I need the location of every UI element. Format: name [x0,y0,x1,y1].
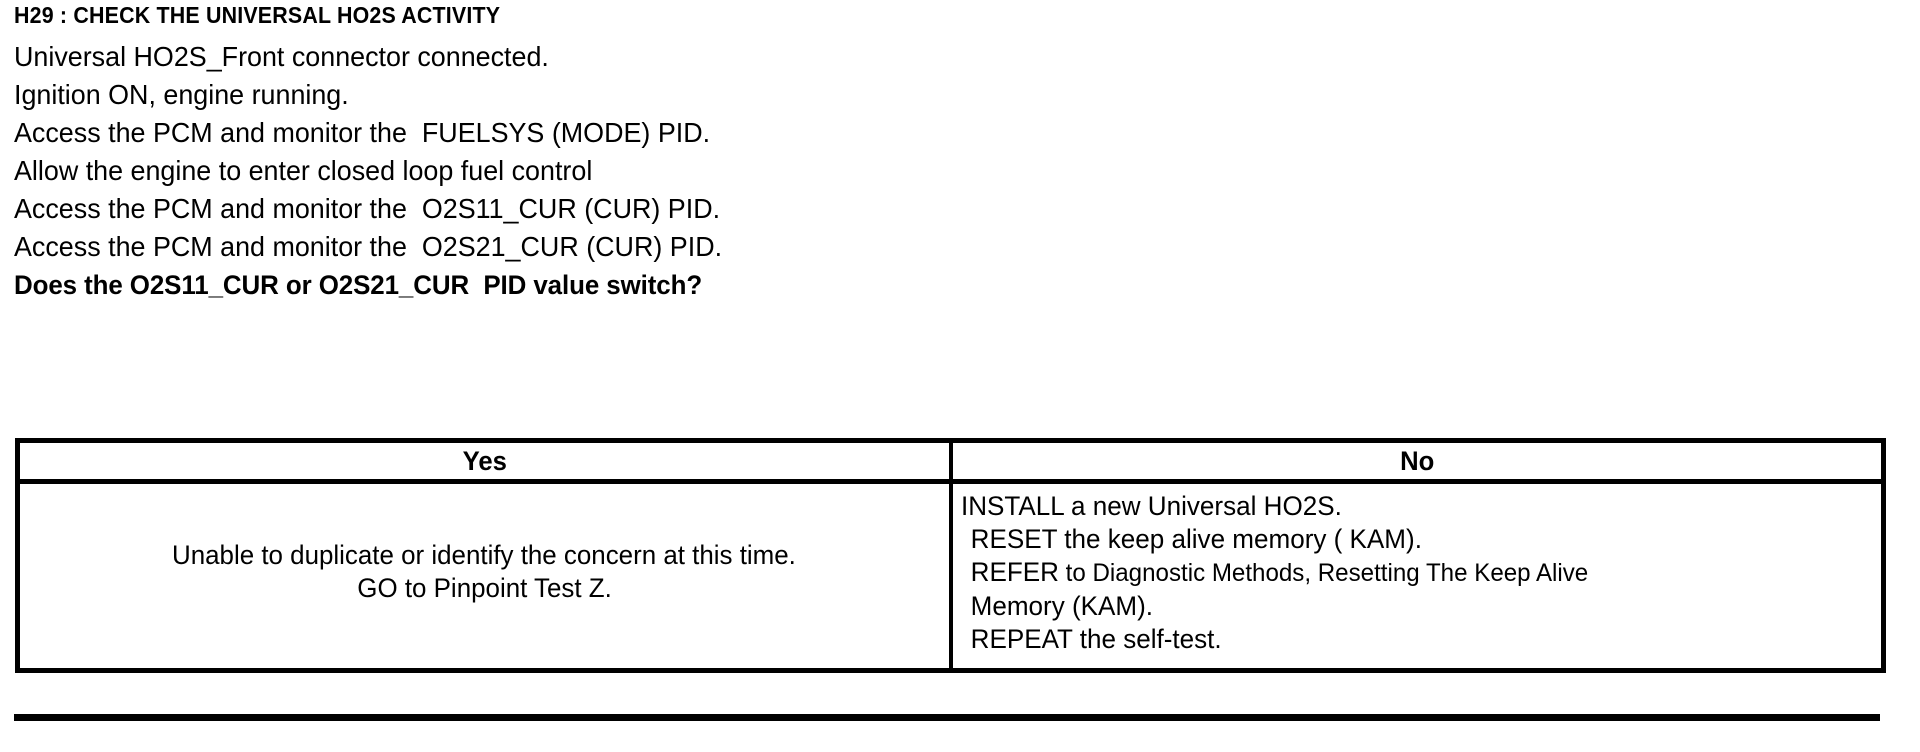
step-line: Allow the engine to enter closed loop fu… [14,155,593,186]
no-action-line: RESET the keep alive memory ( KAM). [970,524,1422,554]
refer-keyword: REFER [970,557,1059,587]
no-action-line: REPEAT the self-test. [970,624,1222,654]
column-header-yes: Yes [40,440,928,484]
footer-divider [14,714,1880,721]
step-line: Access the PCM and monitor the FUELSYS (… [14,117,711,148]
yes-action-line: Unable to duplicate or identify the conc… [172,540,797,570]
procedure-step-list: Universal HO2S_Front connector connected… [14,38,1894,304]
step-line: Universal HO2S_Front connector connected… [14,41,549,72]
refer-reference-text: to Diagnostic Methods, Resetting The Kee… [1058,559,1588,587]
yes-action-cell: Unable to duplicate or identify the conc… [17,481,951,671]
no-action-line-refer: REFER to Diagnostic Methods, Resetting T… [961,556,1842,590]
step-line: Ignition ON, engine running. [14,79,349,110]
step-line: Access the PCM and monitor the O2S21_CUR… [14,231,723,262]
decision-question: Does the O2S11_CUR or O2S21_CUR PID valu… [14,270,703,300]
yes-action-line: GO to Pinpoint Test Z. [356,573,612,603]
page-title: H29 : CHECK THE UNIVERSAL HO2S ACTIVITY [14,2,501,28]
column-header-no: No [971,440,1861,484]
no-action-cell: INSTALL a new Universal HO2S. RESET the … [948,481,1884,671]
no-action-line: INSTALL a new Universal HO2S. [960,491,1342,521]
table-header-row: Yes No [18,440,1884,484]
no-action-line-refer-continued: Memory (KAM). [970,591,1153,621]
step-line: Access the PCM and monitor the O2S11_CUR… [14,193,721,224]
decision-table: Yes No Unable to duplicate or identify t… [15,438,1886,673]
table-row: Unable to duplicate or identify the conc… [17,481,1884,671]
